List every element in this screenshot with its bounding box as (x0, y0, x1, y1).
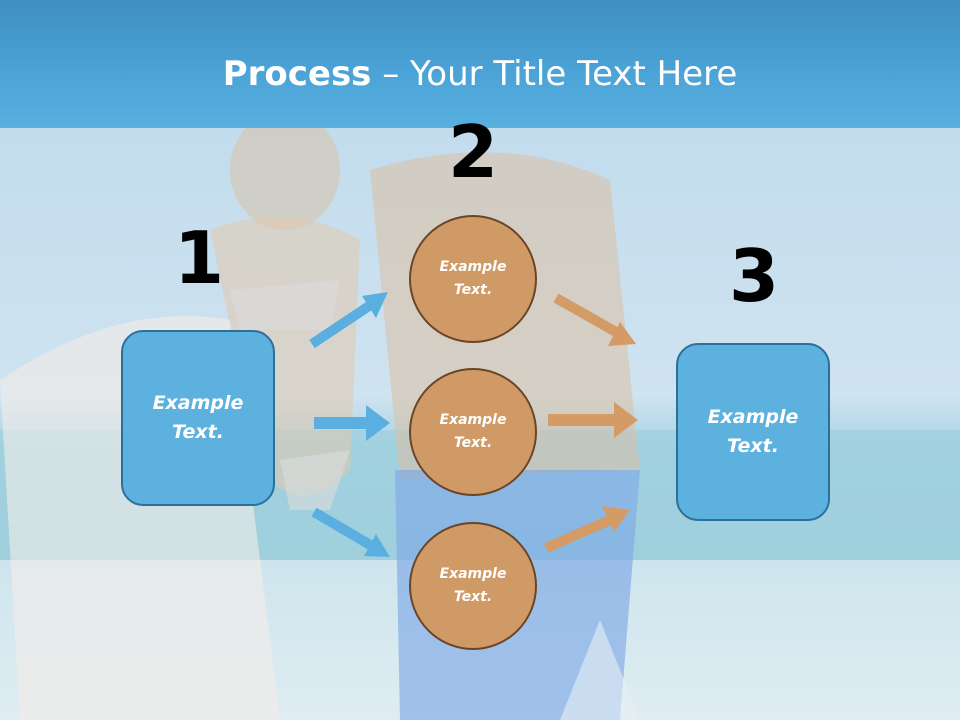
circle-bottom[interactable]: Example Text. (409, 522, 537, 650)
step-number-1: 1 (173, 216, 225, 300)
step-number-2: 2 (447, 110, 499, 194)
title-bar (0, 0, 960, 128)
circle-top-text: Example Text. (439, 259, 507, 298)
step-number-3: 3 (728, 234, 780, 318)
left-box-text: Example Text. (152, 392, 244, 443)
title-rest: – Your Title Text Here (371, 54, 738, 94)
blue-arrow-right (314, 405, 390, 441)
right-box-text: Example Text. (707, 406, 799, 457)
circle-middle-text: Example Text. (439, 412, 507, 451)
slide-title: Process – Your Title Text Here (0, 52, 960, 96)
title-bold: Process (222, 54, 372, 94)
left-box[interactable]: Example Text. (121, 330, 275, 506)
circle-top[interactable]: Example Text. (409, 215, 537, 343)
right-box[interactable]: Example Text. (676, 343, 830, 521)
orange-arrow-down (553, 293, 636, 346)
orange-arrow-right (548, 402, 638, 438)
blue-arrow-up (309, 292, 388, 349)
blue-arrow-down (311, 507, 390, 557)
circle-bottom-text: Example Text. (439, 566, 507, 605)
circle-middle[interactable]: Example Text. (409, 368, 537, 496)
orange-arrow-up (543, 506, 630, 553)
